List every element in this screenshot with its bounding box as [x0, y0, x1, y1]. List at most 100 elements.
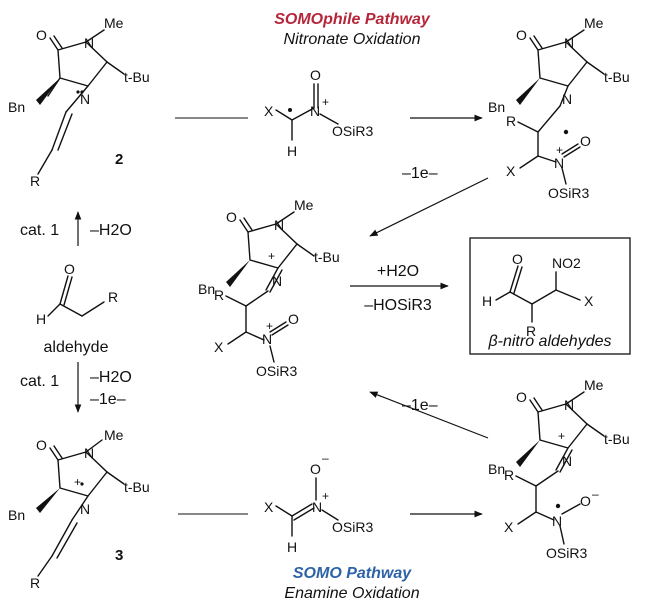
nitronate-radical-plus: +	[322, 95, 329, 109]
radical-cation-plus: +	[74, 475, 81, 489]
product-box	[469, 237, 631, 355]
plus-water: +H2O	[377, 263, 419, 280]
silyl-nitronate-OSiR3: OSiR3	[332, 519, 373, 535]
iminium-OSiR3: OSiR3	[256, 363, 297, 379]
silyl-nitronate-plus: +	[322, 489, 329, 503]
iminium-plus2: +	[266, 319, 273, 333]
nitronate-radical-X: X	[264, 103, 274, 119]
silyl-nitronate-X: X	[264, 499, 274, 515]
iminium-radical-X: X	[504, 519, 514, 535]
somophile-pathway-title: SOMOphile Pathway	[274, 11, 431, 28]
radical-cation-3-Me: Me	[104, 427, 124, 443]
enamine-2-structure: O N Me t-Bu Bn N R 2	[8, 15, 150, 189]
radical-int-R: R	[506, 113, 516, 129]
radical-int-O2: O	[580, 133, 591, 149]
nitronate-oxidation-subtitle: Nitronate Oxidation	[284, 31, 421, 48]
iminium-radical-N3: N	[552, 513, 562, 529]
radical-cation-3-N1: N	[84, 445, 94, 461]
lower-oxidation-arrow	[369, 391, 489, 439]
aldehyde-structure: O H R aldehyde	[36, 261, 118, 356]
radical-intermediate-structure: O N Me t-Bu Bn N R X N + O OSiR3	[488, 15, 630, 201]
radical-cation-3-tBu: t-Bu	[124, 479, 150, 495]
nitronate-radical-O: O	[310, 67, 321, 83]
iminium-radical-minus: –	[592, 487, 599, 501]
iminium-radical-OSiR3: OSiR3	[546, 545, 587, 561]
iminium-O: O	[226, 209, 237, 225]
aldehyde-label: aldehyde	[44, 339, 109, 356]
nitronate-radical-OSiR3: OSiR3	[332, 123, 373, 139]
iminium-O2: O	[288, 311, 299, 327]
enamine-2-N2: N	[80, 91, 90, 107]
radical-cation-3-Bn: Bn	[8, 507, 25, 523]
silyl-nitronate-N: N	[312, 499, 322, 515]
iminium-radical-plus: +	[558, 429, 565, 443]
iminium-Bn: Bn	[198, 281, 215, 297]
aldehyde-O: O	[64, 261, 75, 277]
iminium-radical-O2: O	[580, 493, 591, 509]
enamine-2-Bn: Bn	[8, 99, 25, 115]
silyl-nitronate-structure: X N + O – OSiR3 H	[264, 451, 373, 555]
radical-cation-3-structure: + O N Me t-Bu Bn N R 3	[8, 427, 150, 591]
enamine-2-N1: N	[84, 35, 94, 51]
iminium-Me: Me	[294, 197, 314, 213]
radical-int-tBu: t-Bu	[604, 69, 630, 85]
aldehyde-H: H	[36, 311, 46, 327]
iminium-radical-tBu: t-Bu	[604, 431, 630, 447]
iminium-radical-R: R	[504, 467, 514, 483]
radical-int-X: X	[506, 163, 516, 179]
product-label: β-nitro aldehydes	[488, 333, 612, 350]
radical-int-OSiR3: OSiR3	[548, 185, 589, 201]
minus-water-bottom: –H2O	[90, 369, 132, 386]
somo-pathway-title: SOMO Pathway	[293, 565, 412, 582]
radical-cation-3-O: O	[36, 437, 47, 453]
cat-1-top: cat. 1	[20, 222, 59, 239]
iminium-radical-Bn: Bn	[488, 461, 505, 477]
enamine-2-label: 2	[115, 151, 123, 168]
nitronate-radical-N: N	[310, 103, 320, 119]
minus-water-top: –H2O	[90, 222, 132, 239]
radical-int-N2: N	[562, 91, 572, 107]
product-NO2: NO2	[552, 255, 581, 271]
silyl-nitronate-H: H	[287, 539, 297, 555]
iminium-N1: N	[274, 217, 284, 233]
minus-e-upper: –1e–	[402, 165, 438, 182]
radical-int-N1: N	[564, 35, 574, 51]
enamine-2-R: R	[30, 173, 40, 189]
enamine-2-Me: Me	[104, 15, 124, 31]
nitronate-radical-H: H	[287, 143, 297, 159]
product-O: O	[512, 251, 523, 267]
iminium-N3: N	[262, 331, 272, 347]
iminium-radical-Me: Me	[584, 377, 604, 393]
radical-cation-3-R: R	[30, 575, 40, 591]
radical-int-Bn: Bn	[488, 99, 505, 115]
product-H: H	[482, 293, 492, 309]
radical-cation-3-N2: N	[80, 501, 90, 517]
enamine-2-tBu: t-Bu	[124, 69, 150, 85]
iminium-plus: +	[268, 249, 275, 263]
radical-int-O: O	[516, 27, 527, 43]
cat-1-bottom: cat. 1	[20, 373, 59, 390]
iminium-intermediate-structure: O N Me t-Bu + Bn N R X N + O OSiR3	[198, 197, 340, 379]
radical-int-Me: Me	[584, 15, 604, 31]
iminium-radical-N1: N	[564, 397, 574, 413]
product-R: R	[526, 323, 536, 339]
nitronate-radical-structure: X N + O OSiR3 H	[264, 67, 373, 159]
minus-e-bottom: –1e–	[90, 391, 126, 408]
iminium-radical-O: O	[516, 389, 527, 405]
beta-nitro-aldehyde-structure: O H R X NO2	[482, 251, 594, 339]
silyl-nitronate-O: O	[310, 461, 321, 477]
aldehyde-R: R	[108, 289, 118, 305]
minus-silanol: –HOSiR3	[364, 297, 432, 314]
iminium-X: X	[214, 339, 224, 355]
iminium-tBu: t-Bu	[314, 249, 340, 265]
product-X: X	[584, 293, 594, 309]
minus-e-lower: –1e–	[402, 397, 438, 414]
silyl-nitronate-minus: –	[322, 451, 329, 465]
iminium-N2: N	[272, 273, 282, 289]
iminium-radical-structure: O N Me t-Bu + Bn N R X N O – OSiR3	[488, 377, 630, 561]
upper-oxidation-arrow	[369, 177, 489, 237]
radical-int-plus: +	[556, 143, 563, 157]
iminium-R: R	[214, 287, 224, 303]
radical-int-N3: N	[554, 155, 564, 171]
